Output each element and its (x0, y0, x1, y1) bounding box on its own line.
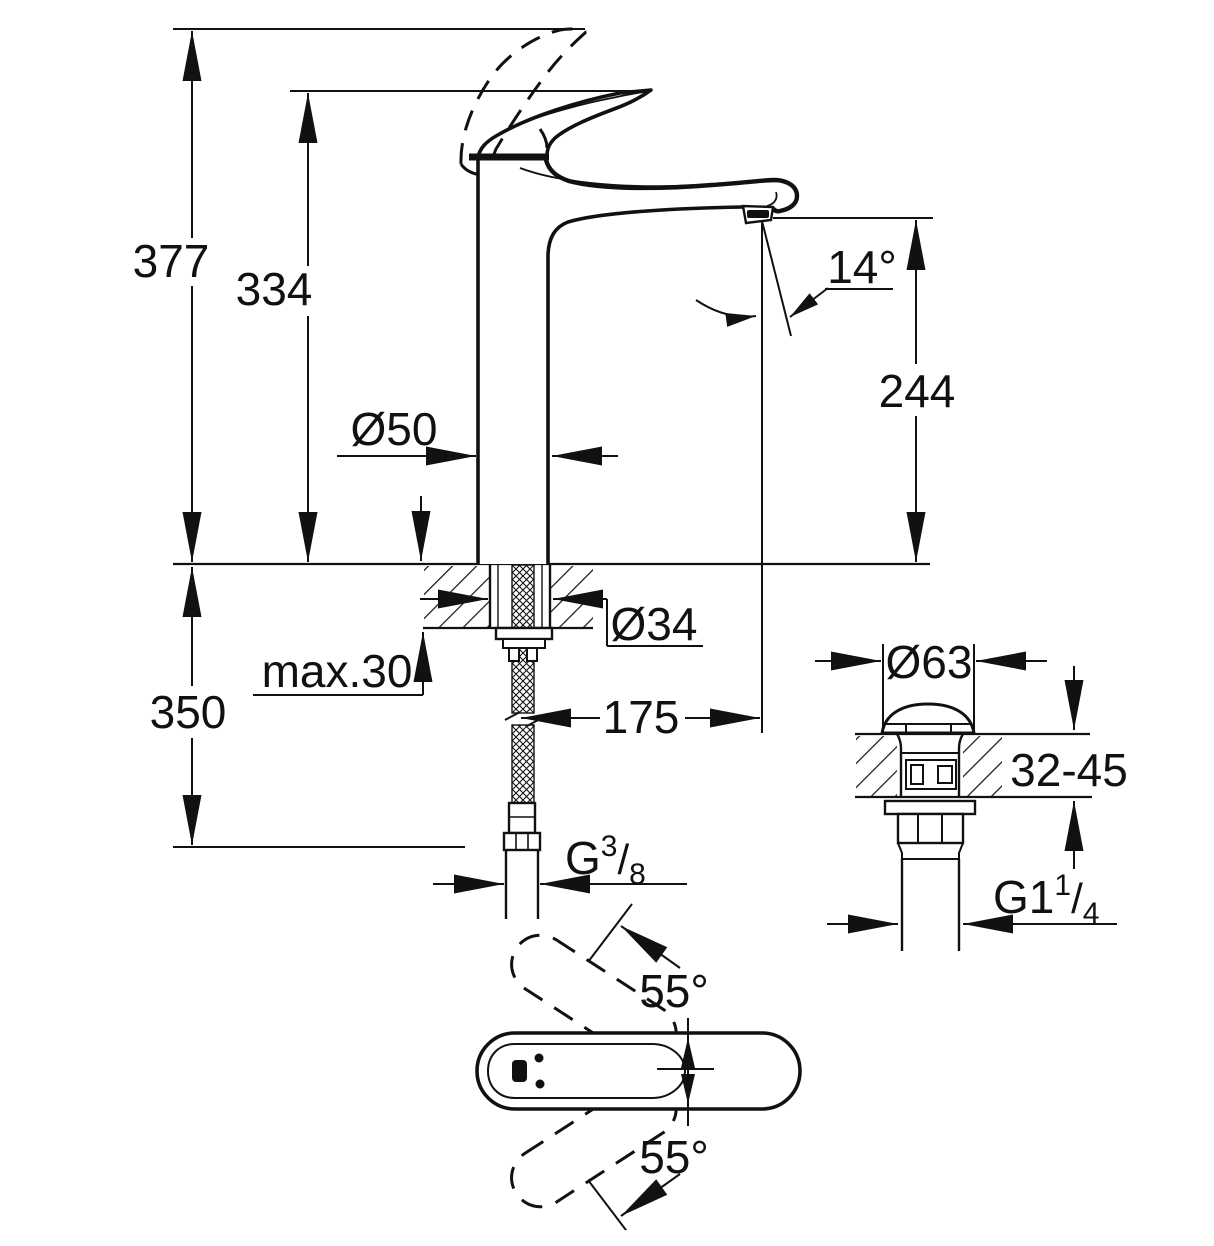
dim-244-label: 244 (879, 365, 956, 417)
handle-center-cross (657, 1018, 714, 1126)
handle-lever (469, 88, 653, 161)
dim-377: 377 (133, 28, 585, 562)
dim-32-45: 32-45 (1010, 666, 1128, 869)
dim-350-label: 350 (150, 686, 227, 738)
dim-175-label: 175 (603, 691, 680, 743)
dim-55-down: 55° (587, 1131, 709, 1230)
dim-max30: max.30 (253, 496, 433, 697)
drawing-canvas: 377 334 Ø50 max.30 Ø34 (133, 27, 1128, 1230)
dim-350: 350 (150, 567, 465, 848)
dim-55-down-label: 55° (639, 1131, 709, 1183)
front-view: 377 334 Ø50 max.30 Ø34 (133, 27, 956, 919)
dim-14deg-label: 14° (827, 241, 897, 293)
dim-g114: G11/4 (827, 869, 1117, 934)
dim-g114-label: G11/4 (993, 869, 1099, 930)
dim-55-up-label: 55° (639, 965, 709, 1017)
popup-waste-view: Ø63 32-45 G11/4 (815, 636, 1128, 951)
dim-334-label: 334 (236, 263, 313, 315)
dim-g38: G3/8 (433, 830, 687, 894)
dim-g38-label: G3/8 (565, 830, 646, 891)
dim-o50: Ø50 (337, 403, 618, 466)
waste-body (880, 702, 977, 951)
dim-spout-angle: 14° (695, 220, 897, 733)
dim-o34: Ø34 (420, 589, 703, 650)
counter-section (423, 566, 593, 630)
top-view: 55° 55° (475, 903, 802, 1230)
shank-and-hose (488, 564, 554, 919)
dim-32-45-label: 32-45 (1010, 744, 1128, 796)
dim-max30-label: max.30 (262, 645, 413, 697)
dim-55-up: 55° (587, 903, 709, 1017)
dim-o50-label: Ø50 (351, 403, 438, 455)
faucet-technical-drawing: 377 334 Ø50 max.30 Ø34 (40, 16, 1214, 1230)
dim-o34-label: Ø34 (611, 598, 698, 650)
dim-175: 175 (521, 691, 760, 743)
dim-o63: Ø63 (815, 636, 1047, 732)
handle-indicator (512, 1060, 527, 1082)
dim-o63-label: Ø63 (886, 636, 973, 688)
handle-top-view (475, 1031, 802, 1111)
dim-377-label: 377 (133, 235, 210, 287)
dim-334: 334 (236, 90, 647, 562)
faucet-body (476, 157, 800, 564)
dim-244: 244 (773, 217, 956, 562)
